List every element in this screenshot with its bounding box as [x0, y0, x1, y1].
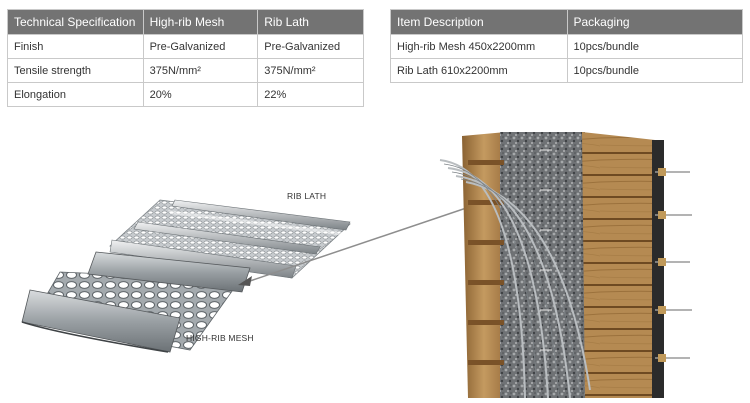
packaging-cell: Rib Lath 610x2200mm: [390, 58, 568, 83]
spec-cell: 375N/mm²: [142, 58, 259, 83]
spec-cell: Pre-Galvanized: [257, 34, 364, 59]
packaging-header-packaging: Packaging: [566, 9, 743, 35]
high-rib-mesh-sheet: [21, 251, 251, 353]
table-row: High-rib Mesh 450x2200mm 10pcs/bundle: [390, 34, 743, 59]
table-row: Elongation 20% 22%: [7, 82, 364, 107]
spec-header-specification: Technical Specification: [7, 9, 144, 35]
high-rib-mesh-label: HIGH-RIB MESH: [186, 333, 254, 343]
spec-cell: Finish: [7, 34, 144, 59]
spec-cell: Tensile strength: [7, 58, 144, 83]
spec-cell: Elongation: [7, 82, 144, 107]
packaging-cell: High-rib Mesh 450x2200mm: [390, 34, 568, 59]
packaging-cell: 10pcs/bundle: [566, 58, 743, 83]
spec-cell: 375N/mm²: [257, 58, 364, 83]
packaging-cell: 10pcs/bundle: [566, 34, 743, 59]
rib-lath-label: RIB LATH: [287, 191, 327, 201]
table-row: Tensile strength 375N/mm² 375N/mm²: [7, 58, 364, 83]
spec-cell: 22%: [257, 82, 364, 107]
spec-table: Technical Specification High-rib Mesh Ri…: [7, 9, 364, 107]
formwork-column-illustration: [439, 132, 692, 399]
spec-table-header-row: Technical Specification High-rib Mesh Ri…: [7, 9, 364, 35]
pointer-arrow: [243, 199, 491, 284]
table-row: Finish Pre-Galvanized Pre-Galvanized: [7, 34, 364, 59]
spec-cell: 20%: [142, 82, 259, 107]
spec-cell: Pre-Galvanized: [142, 34, 259, 59]
table-row: Rib Lath 610x2200mm 10pcs/bundle: [390, 58, 743, 83]
packaging-header-item: Item Description: [390, 9, 568, 35]
packaging-table-header-row: Item Description Packaging: [390, 9, 743, 35]
packaging-table: Item Description Packaging High-rib Mesh…: [390, 9, 743, 83]
